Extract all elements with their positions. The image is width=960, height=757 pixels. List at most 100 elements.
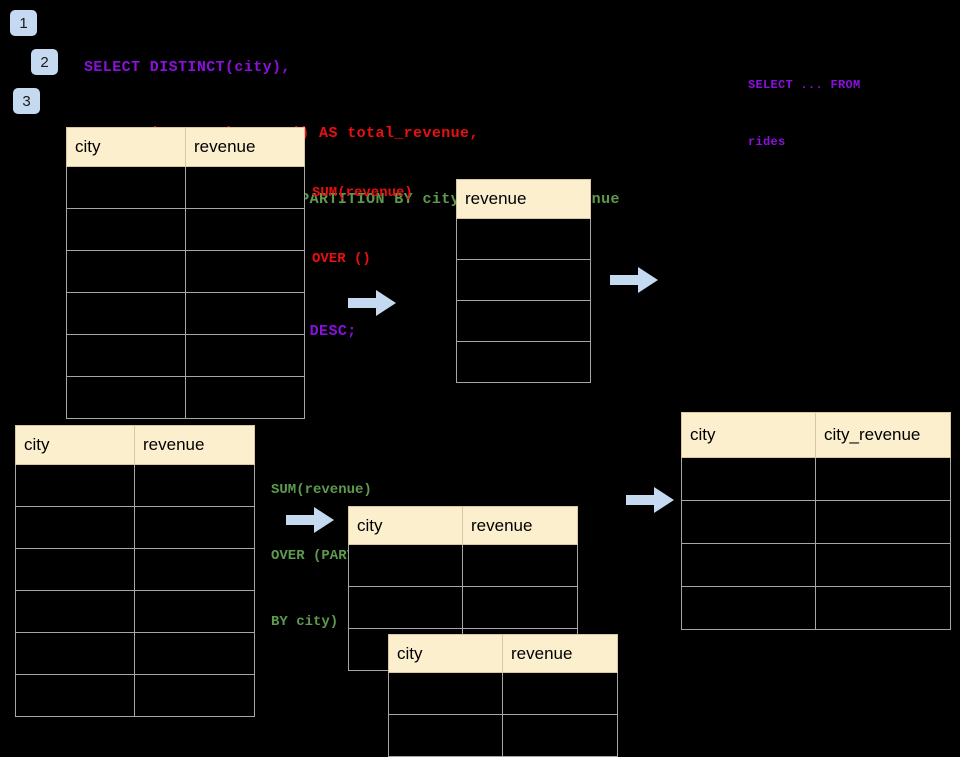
table-row[interactable] <box>456 341 591 383</box>
cell-revenue <box>185 292 305 335</box>
table-header-row: city revenue <box>348 506 578 545</box>
table-rides-top: city revenue <box>66 127 305 419</box>
cell-city <box>388 672 503 715</box>
callout-city-revenue: SUM(revenue) OVER (PARTITION BY city) <box>271 435 397 677</box>
callout-total-revenue: SUM(revenue) OVER () <box>312 138 413 314</box>
column-header-city: city <box>681 412 816 458</box>
cell-revenue <box>134 548 255 591</box>
column-header-revenue: revenue <box>185 127 305 167</box>
cell-revenue <box>502 714 618 757</box>
cell-city <box>15 506 135 549</box>
cell-city <box>66 208 186 251</box>
callout-total-revenue-line-2: OVER () <box>312 251 371 267</box>
column-header-revenue: revenue <box>134 425 255 465</box>
cell-city <box>66 376 186 419</box>
table-header-row: revenue <box>456 179 591 219</box>
table-total-revenue: revenue <box>456 179 591 383</box>
table-body <box>681 457 951 630</box>
table-row[interactable] <box>15 590 255 633</box>
cell-city-revenue <box>815 543 951 587</box>
callout-city-revenue-line-3: BY city) <box>271 614 339 630</box>
table-row[interactable] <box>66 208 305 251</box>
cell-revenue <box>185 376 305 419</box>
cell-revenue <box>456 300 591 342</box>
cell-revenue <box>185 208 305 251</box>
arrow-top-right <box>610 267 660 295</box>
column-header-city: city <box>388 634 503 673</box>
table-row[interactable] <box>66 334 305 377</box>
cell-revenue <box>134 506 255 549</box>
cell-revenue <box>456 341 591 383</box>
cell-city <box>681 586 816 630</box>
table-body <box>66 166 305 419</box>
step-badge-2[interactable]: 2 <box>31 49 58 75</box>
table-row[interactable] <box>348 544 578 587</box>
cell-revenue <box>185 334 305 377</box>
cell-city <box>15 590 135 633</box>
arrow-bottom-right <box>626 487 676 515</box>
step-badge-3[interactable]: 3 <box>13 88 40 114</box>
arrow-top-middle <box>348 290 398 318</box>
table-header-row: city revenue <box>15 425 255 465</box>
table-partition-b: city revenue <box>388 634 618 757</box>
step-badge-1[interactable]: 1 <box>10 10 37 36</box>
cell-city <box>15 464 135 507</box>
side-sql-label: SELECT ... FROM rides <box>748 38 861 190</box>
column-header-city: city <box>348 506 463 545</box>
table-row[interactable] <box>66 166 305 209</box>
table-row[interactable] <box>388 714 618 757</box>
step-badge-2-label: 2 <box>40 53 49 71</box>
table-row[interactable] <box>66 250 305 293</box>
side-sql-line-1: SELECT ... FROM <box>748 78 861 92</box>
table-row[interactable] <box>681 586 951 630</box>
cell-city <box>66 292 186 335</box>
cell-city <box>388 714 503 757</box>
table-row[interactable] <box>456 300 591 342</box>
table-row[interactable] <box>15 464 255 507</box>
cell-revenue <box>134 632 255 675</box>
arrow-bottom-left <box>286 507 336 535</box>
table-row[interactable] <box>15 674 255 717</box>
column-header-revenue: revenue <box>456 179 591 219</box>
table-body <box>456 218 591 383</box>
column-header-city: city <box>15 425 135 465</box>
cell-city-revenue <box>815 457 951 501</box>
cell-revenue <box>462 586 578 629</box>
table-row[interactable] <box>15 548 255 591</box>
cell-revenue <box>134 590 255 633</box>
table-header-row: city revenue <box>66 127 305 167</box>
table-body <box>388 672 618 757</box>
column-header-city: city <box>66 127 186 167</box>
table-result: city city_revenue <box>681 412 951 630</box>
table-row[interactable] <box>456 259 591 301</box>
table-row[interactable] <box>15 506 255 549</box>
callout-city-revenue-line-1: SUM(revenue) <box>271 482 372 498</box>
table-row[interactable] <box>681 457 951 501</box>
cell-revenue <box>462 544 578 587</box>
table-body <box>15 464 255 717</box>
cell-revenue <box>185 250 305 293</box>
cell-city <box>681 500 816 544</box>
cell-city <box>681 457 816 501</box>
table-row[interactable] <box>66 376 305 419</box>
cell-revenue <box>456 259 591 301</box>
cell-city <box>66 166 186 209</box>
table-row[interactable] <box>15 632 255 675</box>
cell-city <box>15 632 135 675</box>
column-header-revenue: revenue <box>462 506 578 545</box>
cell-city <box>66 334 186 377</box>
cell-revenue <box>502 672 618 715</box>
cell-city-revenue <box>815 500 951 544</box>
table-row[interactable] <box>388 672 618 715</box>
table-rides-bottom: city revenue <box>15 425 255 717</box>
table-row[interactable] <box>348 586 578 629</box>
callout-total-revenue-line-1: SUM(revenue) <box>312 185 413 201</box>
table-row[interactable] <box>681 543 951 587</box>
cell-city <box>348 544 463 587</box>
table-row[interactable] <box>456 218 591 260</box>
sql-line-1: SELECT DISTINCT(city), <box>84 59 291 76</box>
cell-city <box>15 674 135 717</box>
table-row[interactable] <box>66 292 305 335</box>
table-row[interactable] <box>681 500 951 544</box>
cell-city-revenue <box>815 586 951 630</box>
